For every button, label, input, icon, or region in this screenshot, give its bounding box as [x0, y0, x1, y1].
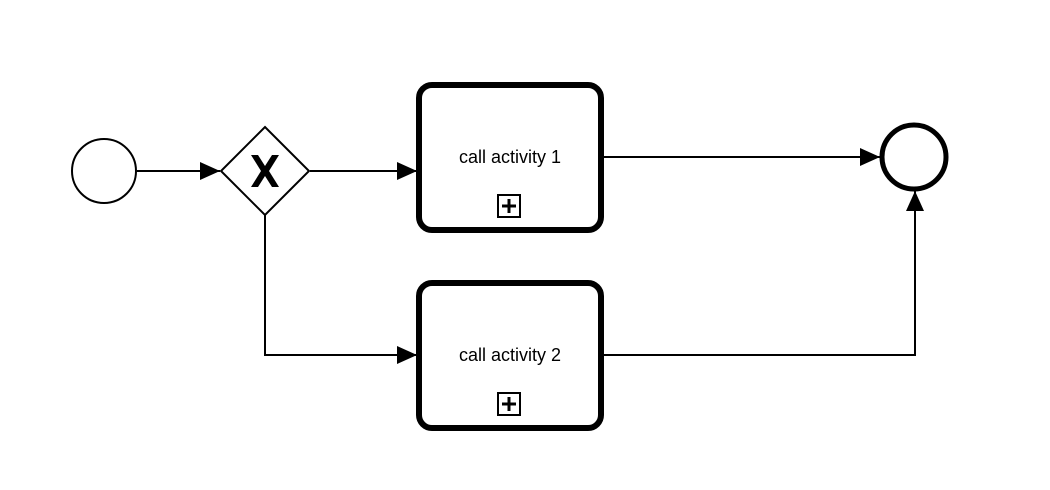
flow-call-activity-2-to-end[interactable]: [603, 191, 924, 356]
call-activity-1[interactable]: call activity 1: [416, 82, 604, 233]
call-activity-2[interactable]: call activity 2: [416, 280, 604, 431]
sequence-flows: [137, 148, 924, 364]
exclusive-gateway[interactable]: [219, 125, 311, 217]
flow-gateway-to-call-activity-2[interactable]: [264, 214, 417, 364]
gateway-x-marker: [251, 155, 279, 187]
call-activity-1-label: call activity 1: [459, 147, 561, 167]
call-activity-2-label: call activity 2: [459, 345, 561, 365]
plus-square-icon: [497, 194, 521, 218]
start-event[interactable]: [71, 138, 137, 204]
end-event[interactable]: [879, 122, 949, 192]
plus-square-icon: [497, 392, 521, 416]
